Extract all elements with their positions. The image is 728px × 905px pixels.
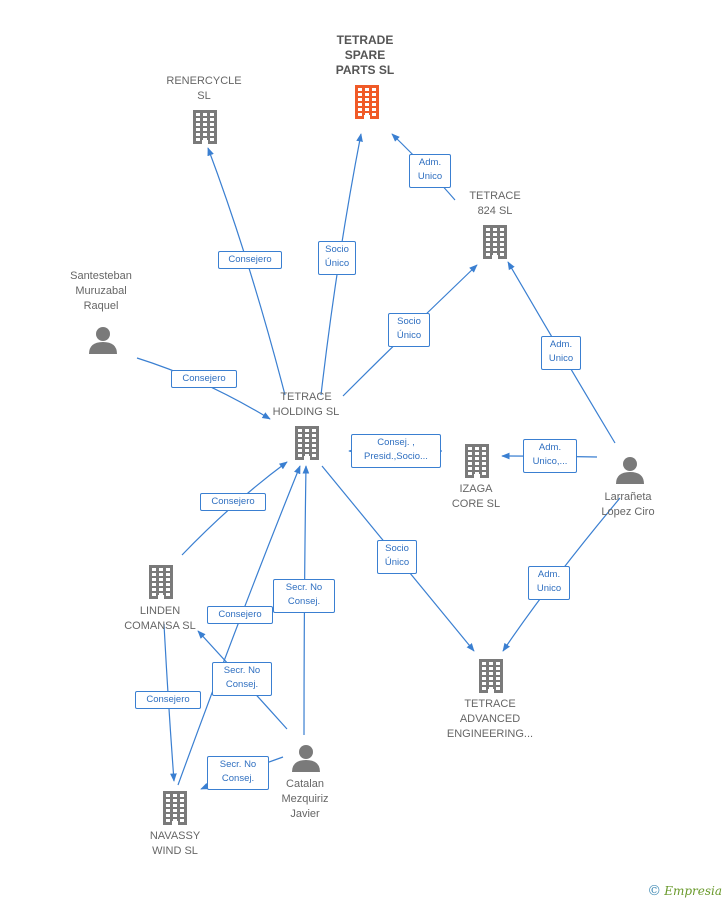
- building-icon[interactable]: [355, 85, 379, 119]
- relationship-label[interactable]: Adm. Unico: [528, 566, 570, 600]
- company-name[interactable]: LINDEN COMANSA SL: [124, 605, 196, 632]
- empresia-watermark: ©Empresia: [647, 883, 722, 899]
- company-name[interactable]: TETRADE SPARE PARTS SL: [335, 33, 395, 77]
- person-icon[interactable]: [89, 327, 117, 354]
- relationship-label[interactable]: Consejero: [135, 691, 201, 709]
- relationship-label[interactable]: Adm. Unico: [541, 336, 581, 370]
- building-icon[interactable]: [483, 225, 507, 259]
- person-name[interactable]: Larrañeta Lopez Ciro: [601, 491, 655, 518]
- relationship-label[interactable]: Adm. Unico,...: [523, 439, 577, 473]
- person-icon[interactable]: [292, 745, 320, 772]
- relationship-label[interactable]: Consejero: [218, 251, 282, 269]
- person-name[interactable]: Santesteban Muruzabal Raquel: [70, 270, 132, 312]
- brand-name: Empresia: [664, 884, 722, 898]
- company-name[interactable]: NAVASSY WIND SL: [149, 830, 201, 857]
- relationship-label[interactable]: Consejero: [171, 370, 237, 388]
- building-icon[interactable]: [193, 110, 217, 144]
- relationship-label[interactable]: Consejero: [200, 493, 266, 511]
- relationship-label[interactable]: Adm. Unico: [409, 154, 451, 188]
- company-name[interactable]: IZAGA CORE SL: [451, 483, 501, 510]
- company-name[interactable]: RENERCYCLE SL: [166, 75, 242, 102]
- building-icon[interactable]: [163, 791, 187, 825]
- building-icon[interactable]: [479, 659, 503, 693]
- relationship-label[interactable]: Consej. , Presid.,Socio...: [351, 434, 441, 468]
- relationship-label[interactable]: Consejero: [207, 606, 273, 624]
- person-icon[interactable]: [616, 457, 644, 484]
- relationship-label[interactable]: Socio Único: [377, 540, 417, 574]
- relationship-label[interactable]: Secr. No Consej.: [273, 579, 335, 613]
- company-name[interactable]: TETRACE HOLDING SL: [272, 391, 340, 418]
- building-icon[interactable]: [295, 426, 319, 460]
- edge-holding-to-renercycle: [207, 147, 286, 396]
- relationship-label[interactable]: Secr. No Consej.: [212, 662, 272, 696]
- company-name[interactable]: TETRACE ADVANCED ENGINEERING...: [446, 698, 534, 740]
- relationship-label[interactable]: Socio Único: [318, 241, 356, 275]
- person-name[interactable]: Catalan Mezquiriz Javier: [281, 778, 329, 820]
- copyright-symbol: ©: [647, 883, 662, 899]
- relationship-label[interactable]: Secr. No Consej.: [207, 756, 269, 790]
- company-name[interactable]: TETRACE 824 SL: [469, 190, 521, 217]
- relationship-label[interactable]: Socio Único: [388, 313, 430, 347]
- building-icon[interactable]: [465, 444, 489, 478]
- building-icon[interactable]: [149, 565, 173, 599]
